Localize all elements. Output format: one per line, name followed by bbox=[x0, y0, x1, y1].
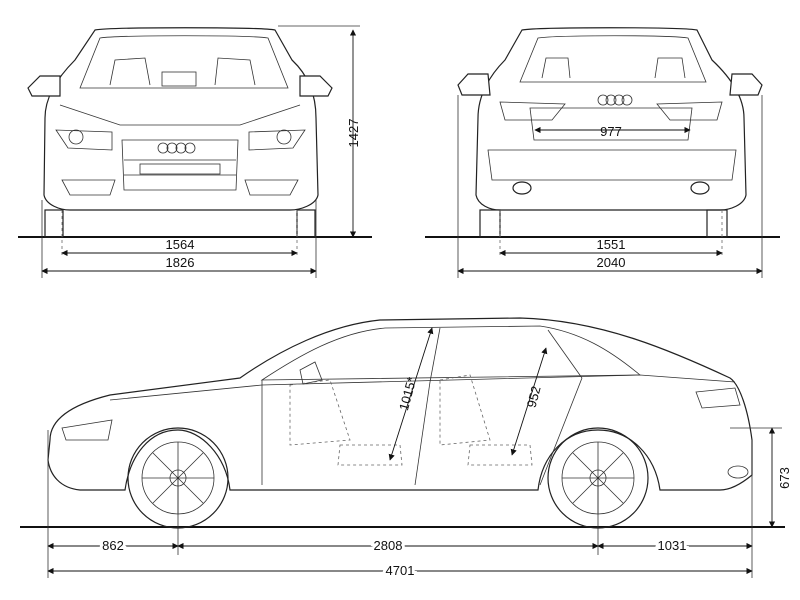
overall-length-label: 4701 bbox=[386, 563, 415, 578]
front-view: 1427 1564 1826 bbox=[18, 25, 372, 278]
rear-view: 977 1551 2040 bbox=[425, 27, 780, 278]
front-track-label: 1564 bbox=[166, 237, 195, 252]
front-overhang-label: 862 bbox=[102, 538, 124, 553]
rear-headroom-label: 952 bbox=[524, 384, 544, 409]
side-view: 1015* 952 673 862 2808 1031 4701 bbox=[20, 317, 792, 581]
rear-width-label: 2040 bbox=[597, 255, 626, 270]
front-width-label: 1826 bbox=[166, 255, 195, 270]
trunk-sill-height-label: 673 bbox=[777, 467, 792, 489]
rear-track-label: 1551 bbox=[597, 237, 626, 252]
rear-trunk-opening-label: 977 bbox=[600, 124, 622, 139]
front-height-label: 1427 bbox=[346, 119, 361, 148]
rear-overhang-label: 1031 bbox=[658, 538, 687, 553]
wheelbase-label: 2808 bbox=[374, 538, 403, 553]
